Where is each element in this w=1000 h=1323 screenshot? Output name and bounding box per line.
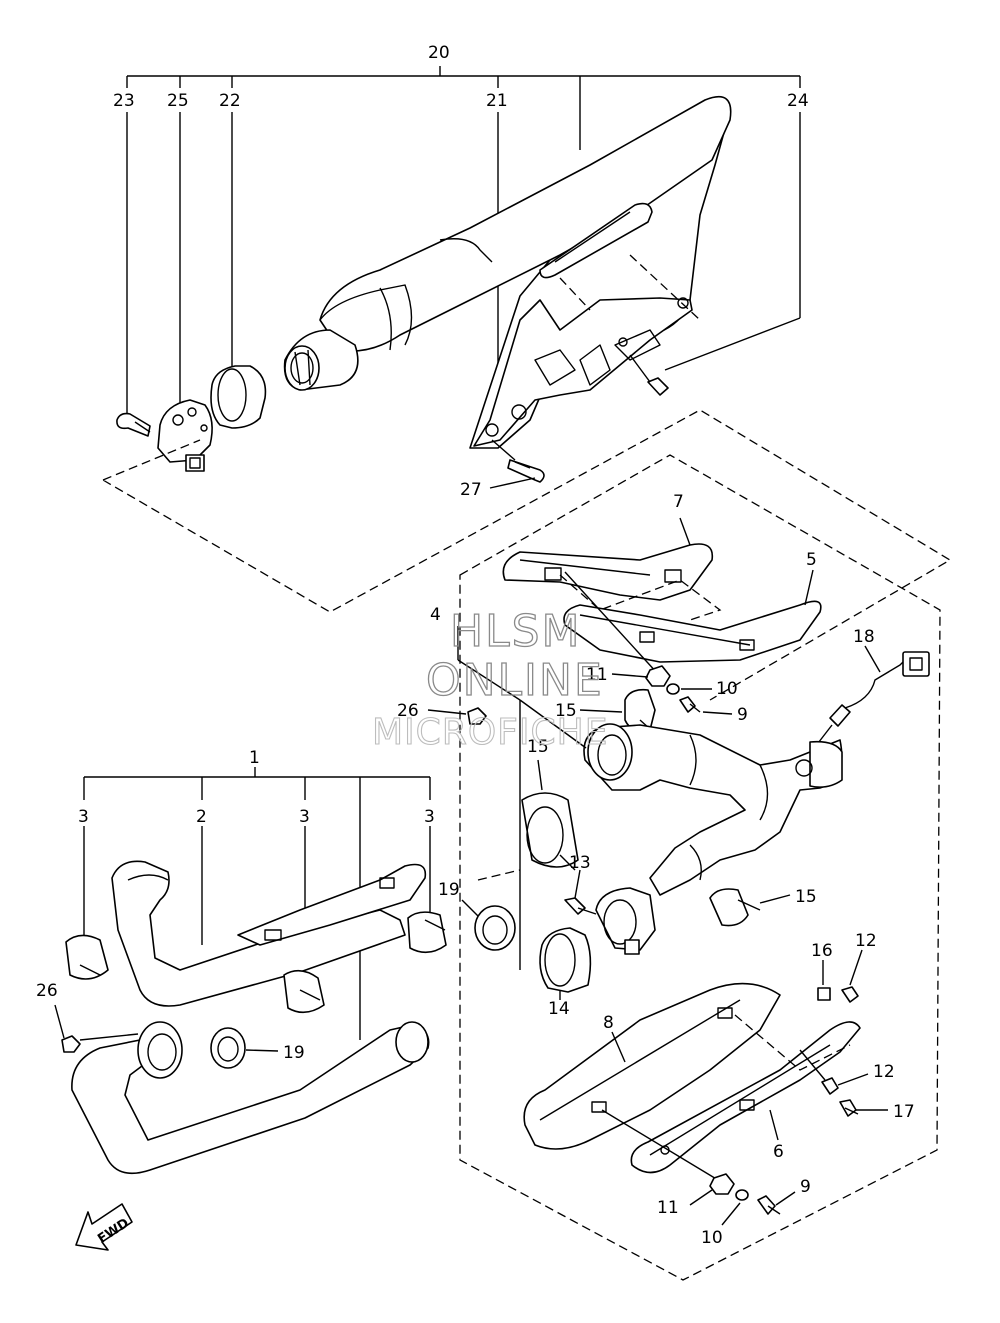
callout-13: 13 <box>569 853 591 873</box>
exhaust-pipe-2 <box>111 860 427 1007</box>
callout-11-lower: 11 <box>657 1198 679 1218</box>
callout-labels: 20 23 25 22 21 24 27 7 5 4 18 11 10 26 1… <box>36 43 915 1248</box>
callout-7: 7 <box>673 492 684 512</box>
callout-23: 23 <box>113 91 135 111</box>
callout-18: 18 <box>853 627 875 647</box>
nut-26-lower <box>54 1004 139 1053</box>
nut-26-upper <box>427 707 487 725</box>
sleeve-22 <box>210 365 267 429</box>
right-assembly-outline <box>459 454 941 1281</box>
top-leaders <box>126 112 801 422</box>
callout-12-lower: 12 <box>873 1062 895 1082</box>
callout-22: 22 <box>219 91 241 111</box>
forward-arrow: FWD <box>75 1203 133 1251</box>
assembly-20-bracket <box>126 66 801 150</box>
bolt-23 <box>116 412 151 437</box>
callout-19-lower: 19 <box>283 1043 305 1063</box>
gasket-19-lower <box>210 1027 279 1069</box>
clamp-25 <box>157 399 213 472</box>
callout-4: 4 <box>430 605 441 625</box>
callout-19-upper: 19 <box>438 880 460 900</box>
callout-3-right: 3 <box>424 807 435 827</box>
watermark-line-3: MICROFICHE <box>372 712 608 753</box>
hardware-lower <box>601 1109 796 1226</box>
watermark-line-2: ONLINE <box>426 655 604 706</box>
gasket-19-upper <box>461 869 521 951</box>
callout-8: 8 <box>603 1013 614 1033</box>
bolt-27 <box>489 439 545 489</box>
clamp-3-right <box>407 911 447 954</box>
callout-1: 1 <box>249 748 260 768</box>
bolt-24 <box>629 354 669 396</box>
protector-6 <box>630 1014 861 1174</box>
muffler-outlet <box>283 329 359 391</box>
callout-2: 2 <box>196 807 207 827</box>
callout-10-upper: 10 <box>716 679 738 699</box>
callout-15-upper: 15 <box>555 701 577 721</box>
callout-15-right: 15 <box>795 887 817 907</box>
callout-3-left: 3 <box>78 807 89 827</box>
protector-7 <box>502 517 722 621</box>
callout-21: 21 <box>486 91 508 111</box>
callout-25: 25 <box>167 91 189 111</box>
callout-15-mid: 15 <box>527 737 549 757</box>
callout-12-upper: 12 <box>855 931 877 951</box>
callout-11-upper: 11 <box>586 665 608 685</box>
callout-5: 5 <box>806 550 817 570</box>
muffler-21 <box>319 95 732 449</box>
sleeve-14 <box>539 927 592 1000</box>
protector-8 <box>523 982 781 1150</box>
callout-16: 16 <box>811 941 833 961</box>
callout-14: 14 <box>548 999 570 1019</box>
clamp-3-left <box>65 934 109 980</box>
clamp-15-mid <box>521 759 579 871</box>
callout-26-lower: 26 <box>36 981 58 1001</box>
hardware-lower-right <box>799 949 888 1117</box>
callout-24: 24 <box>787 91 809 111</box>
callout-27: 27 <box>460 480 482 500</box>
callout-9-upper: 9 <box>737 705 748 725</box>
muffler-group-outline <box>102 409 952 701</box>
callout-3-middle: 3 <box>299 807 310 827</box>
callout-20: 20 <box>428 43 450 63</box>
exhaust-pipe-4 <box>457 626 843 970</box>
clamp-15-right <box>709 888 791 927</box>
callout-10-lower: 10 <box>701 1228 723 1248</box>
clamp-3-middle <box>283 969 325 1014</box>
callout-17: 17 <box>893 1102 915 1122</box>
callout-26-upper: 26 <box>397 701 419 721</box>
hardware-upper <box>564 571 733 715</box>
watermark: HLSM ONLINE MICROFICHE <box>371 605 608 753</box>
callout-6: 6 <box>773 1142 784 1162</box>
exhaust-pipe-front <box>71 1021 430 1175</box>
pipe-joint-front <box>564 869 656 955</box>
watermark-line-1: HLSM <box>450 606 582 657</box>
callout-9-lower: 9 <box>800 1177 811 1197</box>
